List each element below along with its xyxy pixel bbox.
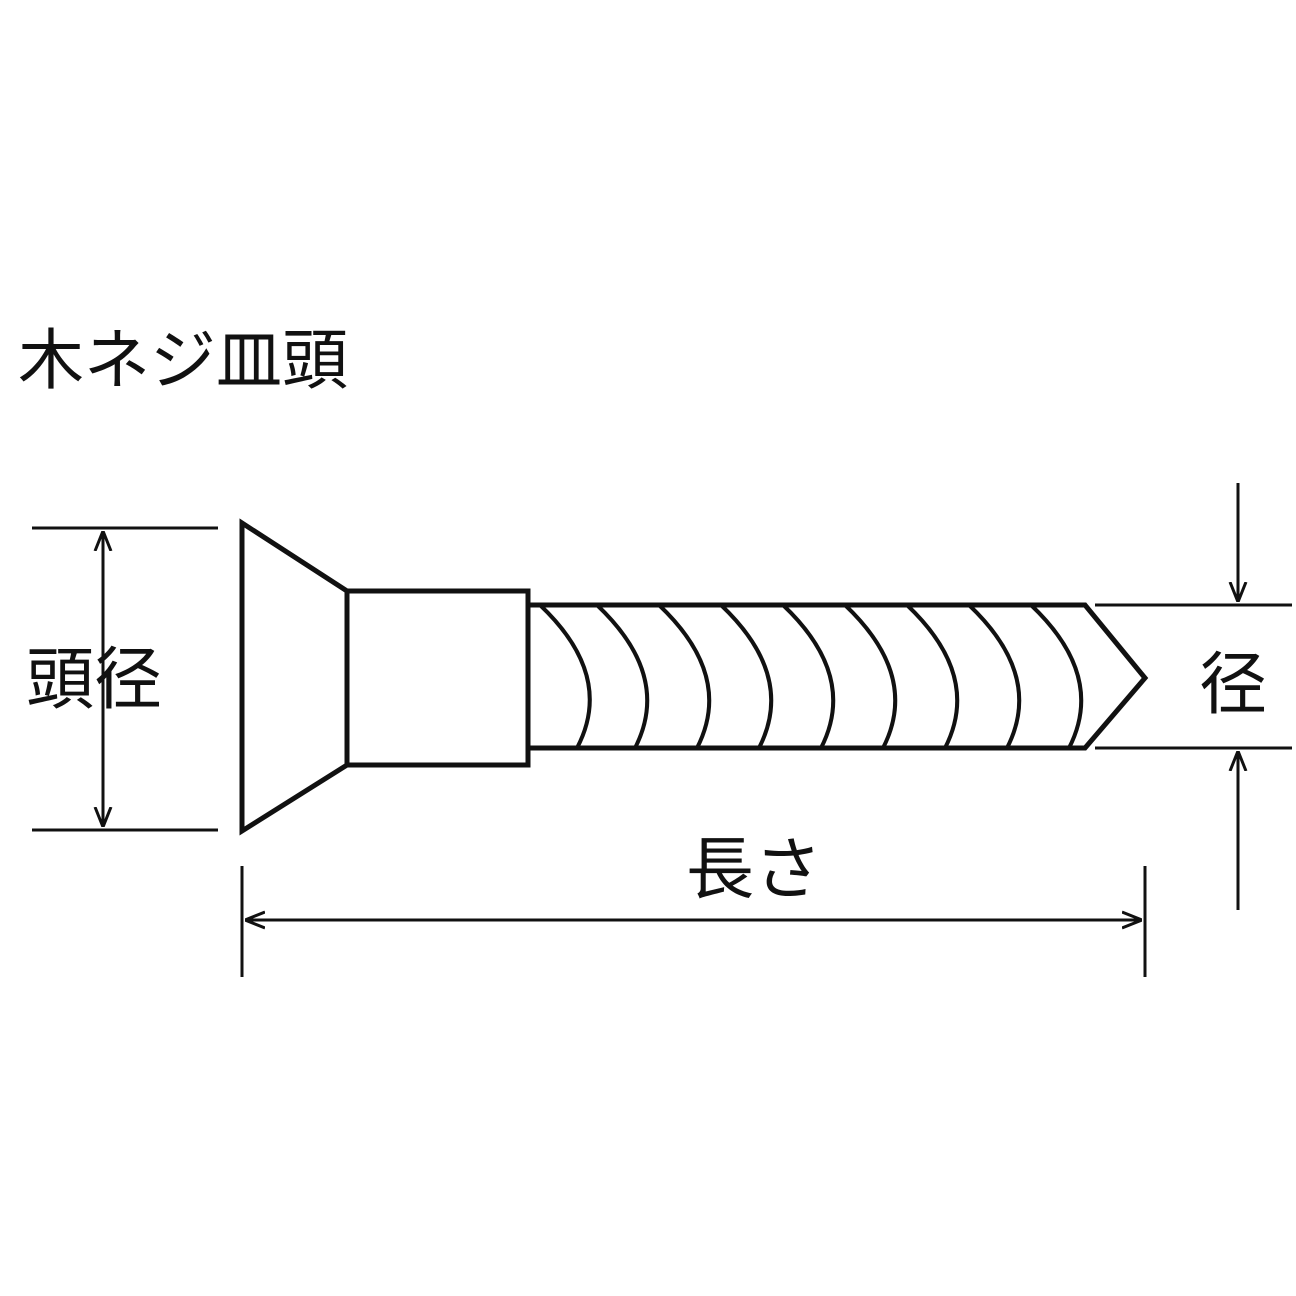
screw-head bbox=[239, 518, 350, 836]
length-dimension bbox=[240, 866, 1147, 977]
thread-curve bbox=[905, 603, 960, 749]
screw-thread-body bbox=[528, 602, 1149, 751]
screw-shank bbox=[344, 588, 531, 768]
thread-curve bbox=[595, 603, 650, 749]
screw bbox=[239, 518, 1149, 836]
thread-curve bbox=[967, 603, 1022, 749]
thread-curve bbox=[657, 603, 712, 749]
thread-curve bbox=[843, 603, 898, 749]
thread-curve bbox=[1029, 603, 1084, 749]
thread-curve bbox=[781, 603, 836, 749]
thread-curve bbox=[719, 603, 774, 749]
head-diameter-label: 頭径 bbox=[26, 641, 162, 720]
diameter-dimension bbox=[1095, 483, 1292, 910]
thread-curve bbox=[538, 603, 592, 749]
diameter-label: 径 bbox=[1199, 646, 1267, 725]
head-diameter-dimension bbox=[32, 526, 218, 832]
length-label: 長さ bbox=[686, 831, 822, 910]
diagram-title: 木ネジ皿頭 bbox=[18, 322, 348, 399]
screw-threads bbox=[538, 603, 1084, 749]
